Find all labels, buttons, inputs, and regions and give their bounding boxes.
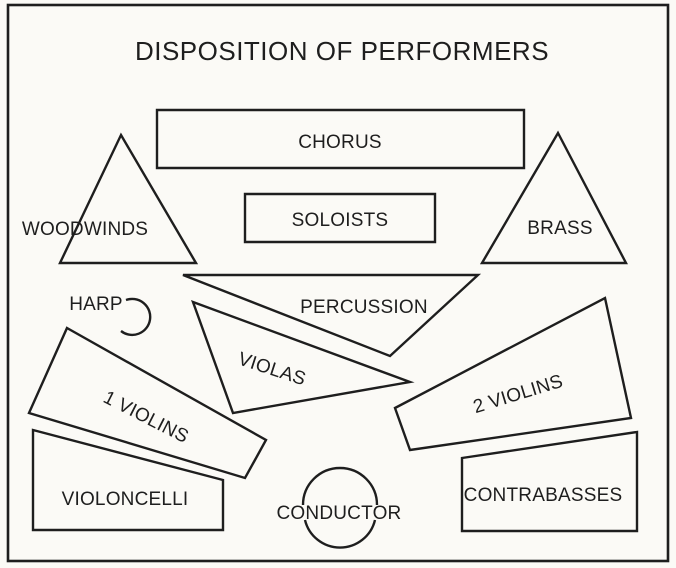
violas-label: VIOLAS [235, 349, 308, 391]
soloists-section [243, 192, 437, 244]
contrabasses-label: CONTRABASSES [464, 485, 623, 506]
conductor-arc-top [301, 466, 379, 506]
second-violins-label: 2 VIOLINS [471, 371, 566, 418]
chorus-section [155, 108, 526, 170]
chorus-label: CHORUS [298, 132, 382, 153]
contrabasses-section [460, 430, 639, 533]
harp-section [120, 297, 152, 337]
brass-section [479, 130, 628, 265]
conductor-arc-bottom [303, 519, 377, 549]
conductor-label: CONDUCTOR [277, 503, 402, 524]
violas-section [190, 299, 415, 415]
woodwinds-section [58, 132, 199, 265]
woodwinds-label: WOODWINDS [22, 219, 148, 240]
harp-label: HARP [69, 294, 123, 315]
percussion-section [182, 273, 482, 358]
brass-label: BRASS [527, 218, 592, 239]
violoncelli-label: VIOLONCELLI [62, 489, 189, 510]
diagram-title: DISPOSITION OF PERFORMERS [135, 36, 549, 66]
second-violins-section [393, 296, 633, 452]
first-violins-section [27, 326, 268, 480]
percussion-label: PERCUSSION [300, 297, 428, 318]
diagram-frame [6, 3, 670, 563]
soloists-label: SOLOISTS [292, 210, 389, 231]
violoncelli-section [31, 428, 225, 532]
